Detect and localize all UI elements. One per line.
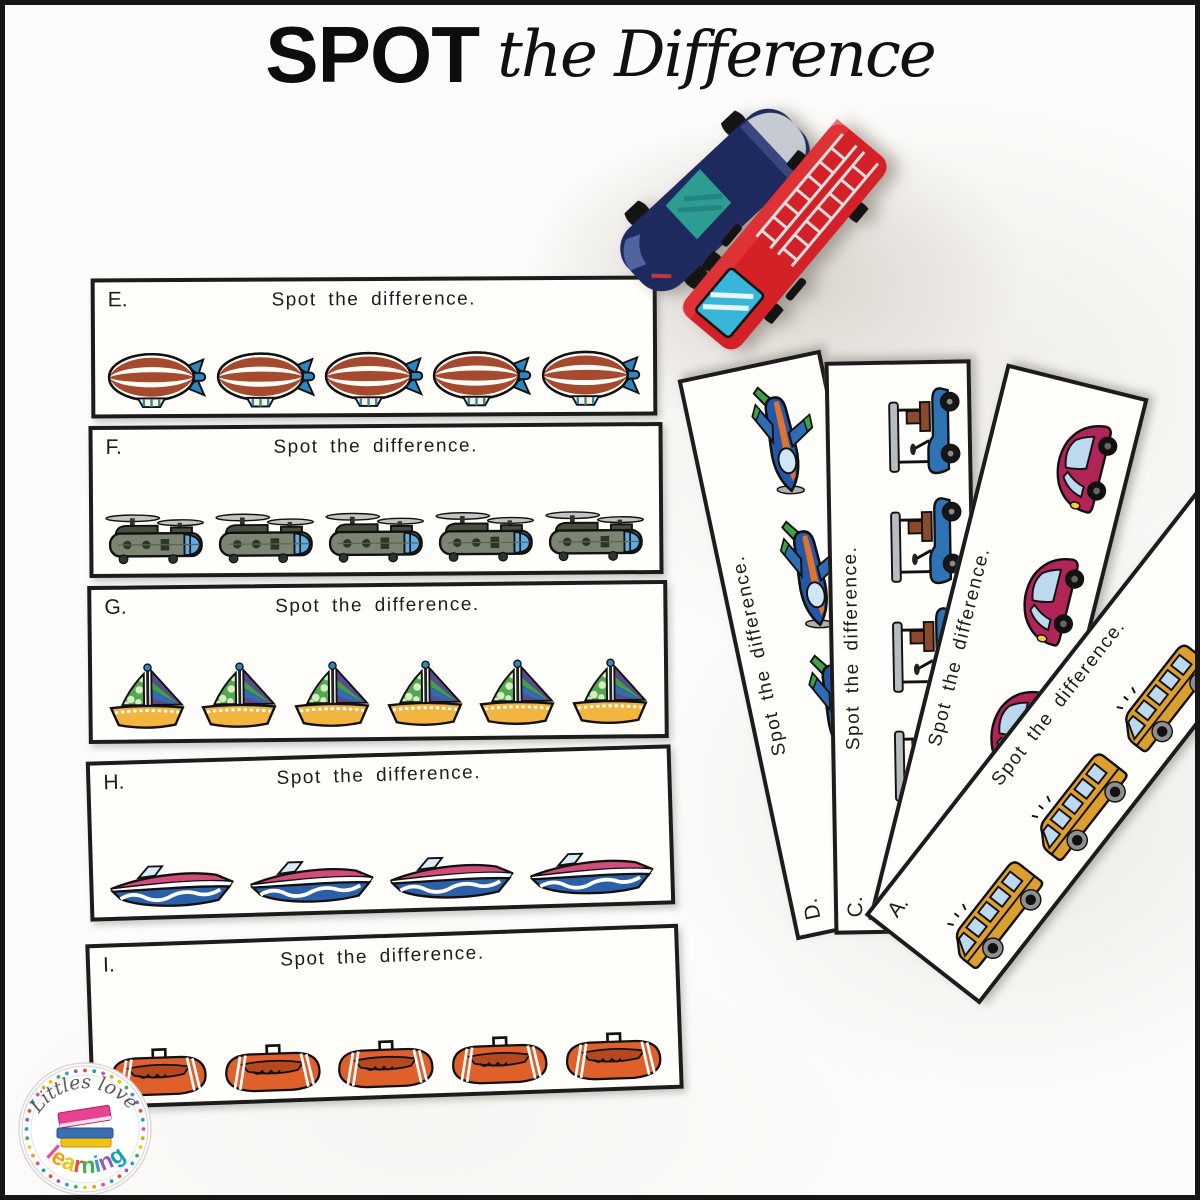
card-E-vehicle-row	[103, 312, 646, 412]
raft-illustration	[447, 1032, 553, 1090]
raft-illustration	[220, 1040, 326, 1098]
card-F-header: Spot the difference.	[273, 435, 478, 458]
card-G-letter: G.	[104, 595, 127, 619]
toy-car	[620, 108, 810, 292]
card-I: I. Spot the difference.	[85, 923, 684, 1110]
helicopter-illustration	[324, 508, 429, 570]
title-word-spot: SPOT	[265, 10, 480, 99]
blimp-illustration	[324, 346, 424, 411]
sailboat-illustration	[195, 657, 283, 736]
card-F-vehicle-row	[101, 458, 652, 571]
brand-logo: Littles love learning	[18, 1062, 152, 1195]
blimp-illustration	[432, 345, 532, 410]
card-E-letter: E.	[107, 288, 128, 312]
card-F: F. Spot the difference.	[88, 421, 664, 579]
helicopter-illustration	[434, 507, 539, 569]
title-script-text: the Difference	[497, 18, 937, 92]
raft-illustration	[333, 1036, 439, 1094]
speedboat-illustration	[526, 848, 658, 902]
blimp-illustration	[107, 347, 207, 412]
sailboat-illustration	[566, 653, 654, 732]
card-E-header: Spot the difference.	[271, 288, 477, 311]
helicopter-illustration	[104, 509, 209, 571]
card-H: H. Spot the difference.	[85, 744, 676, 922]
helicopter-illustration	[544, 506, 649, 568]
card-E: E. Spot the difference.	[90, 275, 658, 419]
airplane-illustration	[741, 381, 832, 497]
card-G: G. Spot the difference.	[87, 579, 669, 745]
speedboat-illustration	[105, 860, 237, 914]
bus-illustration	[1012, 735, 1146, 877]
toy-fire-truck	[682, 118, 887, 350]
speedboat-illustration	[386, 852, 518, 906]
logo-dot-ring	[24, 1068, 146, 1190]
books-icon	[56, 1104, 114, 1148]
card-I-letter: I.	[102, 953, 116, 977]
sailboat-illustration	[288, 656, 376, 735]
raft-illustration	[561, 1028, 667, 1086]
card-G-vehicle-row	[100, 616, 657, 737]
golfcart-illustration	[883, 376, 966, 477]
car-illustration	[1036, 408, 1135, 524]
card-H-letter: H.	[103, 770, 125, 795]
helicopter-illustration	[214, 508, 319, 570]
card-I-vehicle-row	[99, 960, 672, 1102]
card-F-letter: F.	[105, 435, 123, 459]
blimp-illustration	[541, 345, 641, 410]
sailboat-illustration	[473, 654, 561, 733]
card-H-vehicle-row	[99, 781, 663, 915]
blimp-illustration	[216, 346, 316, 411]
bus-illustration	[927, 843, 1061, 985]
sailboat-illustration	[103, 658, 191, 737]
sailboat-illustration	[381, 655, 469, 734]
speedboat-illustration	[246, 856, 378, 910]
card-G-header: Spot the difference.	[275, 593, 480, 618]
